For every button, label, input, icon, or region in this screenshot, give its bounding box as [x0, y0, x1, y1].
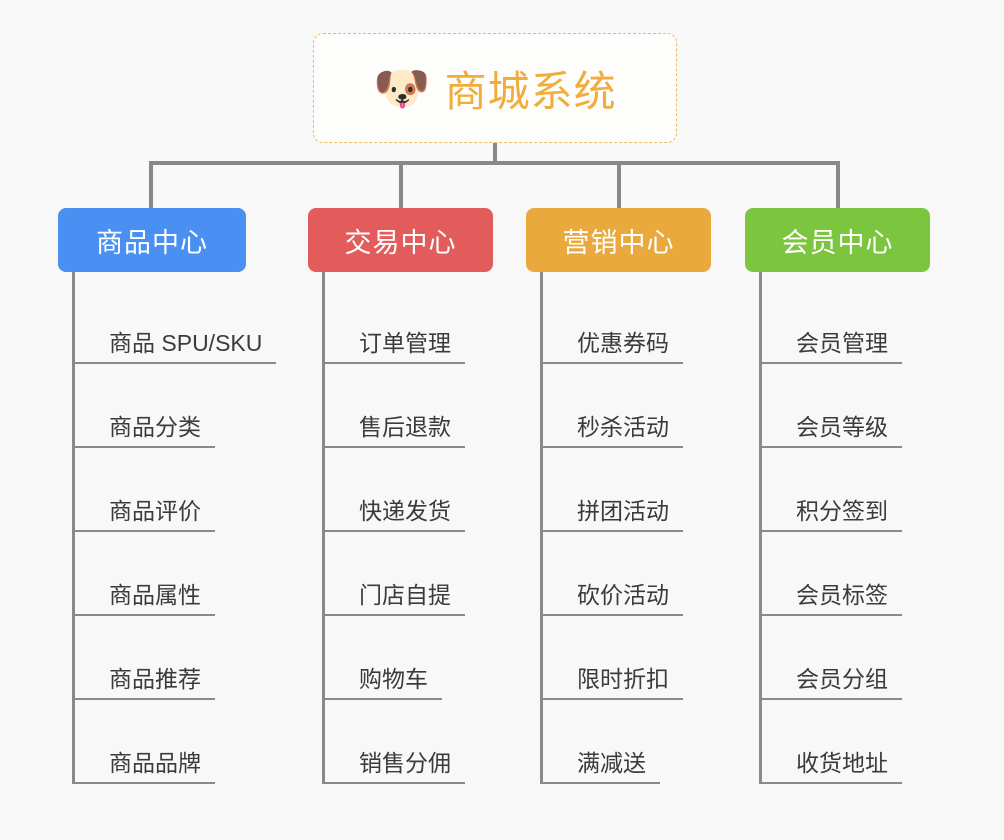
connector-drop-2	[399, 161, 403, 209]
leaf-item[interactable]: 收货地址	[762, 700, 902, 784]
leaf-label: 会员等级	[796, 413, 888, 440]
leaf-item[interactable]: 会员等级	[762, 364, 902, 448]
leaf-label: 秒杀活动	[577, 413, 669, 440]
leaf-label: 限时折扣	[577, 665, 669, 692]
leaf-item[interactable]: 销售分佣	[325, 700, 465, 784]
leaf-item[interactable]: 会员分组	[762, 616, 902, 700]
leaf-item[interactable]: 商品评价	[75, 448, 215, 532]
shiba-dog-face-icon: 🐶	[373, 61, 431, 115]
category-title: 营销中心	[562, 227, 675, 258]
connector-drop-3	[617, 161, 621, 209]
category-header-marketing-center[interactable]: 营销中心	[526, 208, 711, 272]
leaf-list-member-center: 会员管理 会员等级 积分签到 会员标签 会员分组 收货地址	[759, 272, 930, 784]
column-product-center: 商品中心 商品 SPU/SKU 商品分类 商品评价 商品属性 商品推荐 商品品牌	[58, 208, 277, 784]
leaf-item[interactable]: 满减送	[543, 700, 660, 784]
leaf-list-product-center: 商品 SPU/SKU 商品分类 商品评价 商品属性 商品推荐 商品品牌	[72, 272, 277, 784]
category-title: 会员中心	[781, 227, 894, 258]
leaf-item[interactable]: 商品分类	[75, 364, 215, 448]
leaf-label: 销售分佣	[359, 749, 451, 776]
column-marketing-center: 营销中心 优惠券码 秒杀活动 拼团活动 砍价活动 限时折扣 满减送	[526, 208, 711, 784]
leaf-label: 积分签到	[796, 497, 888, 524]
leaf-label: 商品品牌	[109, 749, 201, 776]
category-header-product-center[interactable]: 商品中心	[58, 208, 246, 272]
leaf-item[interactable]: 会员标签	[762, 532, 902, 616]
leaf-label: 商品属性	[109, 581, 201, 608]
leaf-list-trade-center: 订单管理 售后退款 快递发货 门店自提 购物车 销售分佣	[322, 272, 493, 784]
leaf-label: 会员分组	[796, 665, 888, 692]
leaf-label: 商品分类	[109, 413, 201, 440]
category-header-trade-center[interactable]: 交易中心	[308, 208, 493, 272]
root-node[interactable]: 🐶 商城系统	[313, 33, 677, 143]
leaf-label: 购物车	[359, 665, 428, 692]
leaf-item[interactable]: 订单管理	[325, 280, 465, 364]
connector-drop-4	[836, 161, 840, 209]
category-title: 商品中心	[96, 227, 208, 258]
leaf-item[interactable]: 限时折扣	[543, 616, 683, 700]
leaf-label: 订单管理	[359, 329, 451, 356]
leaf-label: 拼团活动	[577, 497, 669, 524]
leaf-label: 收货地址	[796, 749, 888, 776]
category-title: 交易中心	[344, 227, 457, 258]
leaf-item[interactable]: 秒杀活动	[543, 364, 683, 448]
leaf-label: 优惠券码	[577, 329, 669, 356]
column-trade-center: 交易中心 订单管理 售后退款 快递发货 门店自提 购物车 销售分佣	[308, 208, 493, 784]
leaf-label: 快递发货	[359, 497, 451, 524]
leaf-item[interactable]: 门店自提	[325, 532, 465, 616]
leaf-item[interactable]: 商品品牌	[75, 700, 215, 784]
leaf-list-marketing-center: 优惠券码 秒杀活动 拼团活动 砍价活动 限时折扣 满减送	[540, 272, 711, 784]
leaf-label: 砍价活动	[577, 581, 669, 608]
leaf-item[interactable]: 购物车	[325, 616, 442, 700]
leaf-item[interactable]: 售后退款	[325, 364, 465, 448]
category-header-member-center[interactable]: 会员中心	[745, 208, 930, 272]
leaf-label: 商品评价	[109, 497, 201, 524]
leaf-label: 门店自提	[359, 581, 451, 608]
leaf-item[interactable]: 会员管理	[762, 280, 902, 364]
leaf-item[interactable]: 优惠券码	[543, 280, 683, 364]
leaf-item[interactable]: 积分签到	[762, 448, 902, 532]
leaf-label: 商品推荐	[109, 665, 201, 692]
leaf-label: 会员管理	[796, 329, 888, 356]
connector-root-stem	[493, 143, 497, 164]
leaf-label: 满减送	[577, 749, 646, 776]
leaf-item[interactable]: 快递发货	[325, 448, 465, 532]
connector-horizontal-bus	[149, 161, 839, 165]
leaf-label: 售后退款	[359, 413, 451, 440]
leaf-item[interactable]: 商品推荐	[75, 616, 215, 700]
leaf-item[interactable]: 商品属性	[75, 532, 215, 616]
column-member-center: 会员中心 会员管理 会员等级 积分签到 会员标签 会员分组 收货地址	[745, 208, 930, 784]
leaf-item[interactable]: 砍价活动	[543, 532, 683, 616]
leaf-item[interactable]: 拼团活动	[543, 448, 683, 532]
root-title: 商城系统	[444, 67, 617, 115]
leaf-label: 会员标签	[796, 581, 888, 608]
connector-drop-1	[149, 161, 153, 209]
leaf-label: 商品 SPU/SKU	[109, 329, 263, 356]
leaf-item[interactable]: 商品 SPU/SKU	[75, 280, 277, 364]
